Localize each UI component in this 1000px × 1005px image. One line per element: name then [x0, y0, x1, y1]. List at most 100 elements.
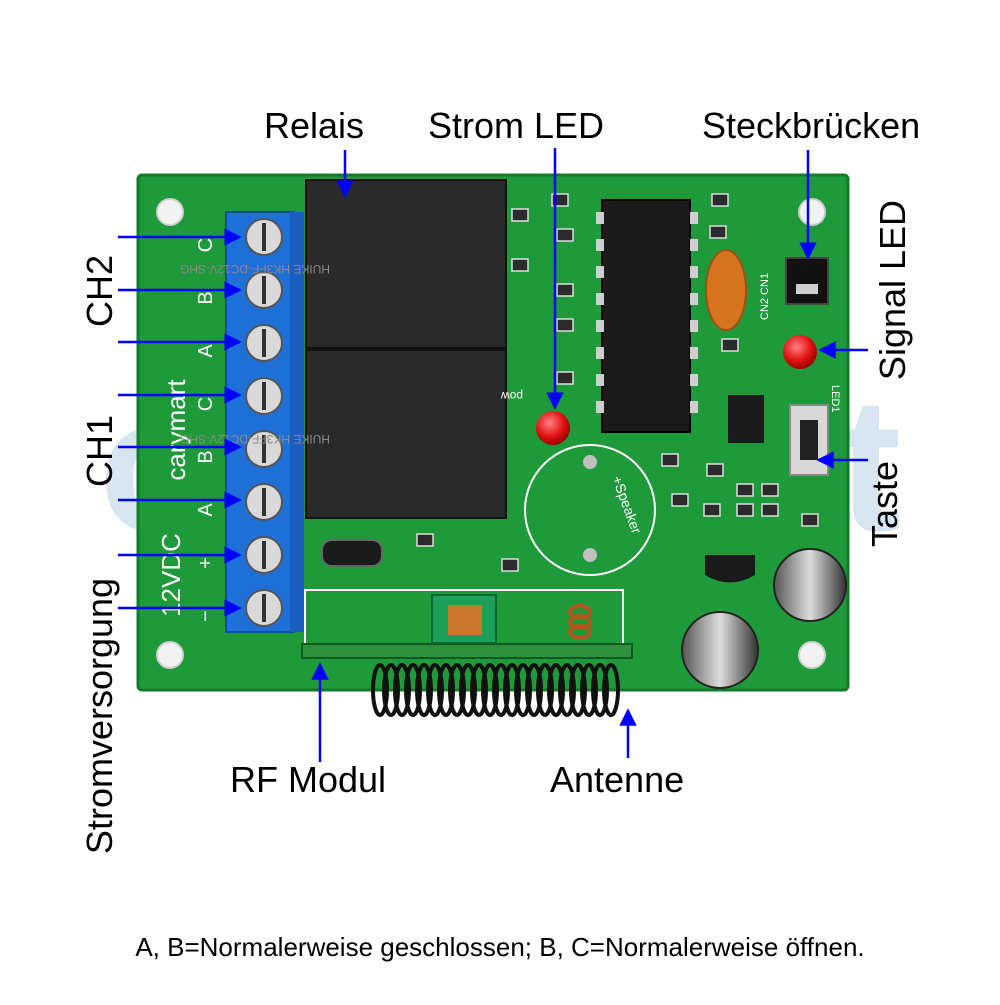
speaker-outline — [524, 444, 656, 576]
antenna-turn — [393, 663, 411, 717]
smd-part — [511, 208, 529, 222]
smd-part — [416, 533, 434, 547]
ic-pin — [690, 293, 698, 305]
ic-pin — [596, 293, 604, 305]
ic-chip — [601, 199, 691, 433]
regulator-transistor — [705, 555, 755, 583]
relay-marking: HUIKE HK3FF-DC12V-SHG — [180, 262, 330, 276]
antenna-turn — [569, 663, 587, 717]
caption: A, B=Normalerweise geschlossen; B, C=Nor… — [135, 932, 865, 962]
rf-inductor — [568, 604, 592, 640]
antenna-turn — [437, 663, 455, 717]
ic-pin — [596, 347, 604, 359]
label-taste: Taste — [864, 460, 905, 548]
terminal-screws — [245, 218, 283, 627]
antenna-turn — [514, 663, 532, 717]
terminal-letter: C — [195, 238, 217, 252]
jumper — [785, 257, 829, 305]
label-ch2: CH2 — [79, 254, 120, 328]
antenna-turn — [448, 663, 466, 717]
ic-pin — [596, 239, 604, 251]
small-ic — [728, 395, 764, 443]
antenna-turn — [470, 663, 488, 717]
antenna-turn — [492, 663, 510, 717]
antenna-turn — [426, 663, 444, 717]
callout-arrows — [118, 148, 868, 762]
antenna-turn — [459, 663, 477, 717]
terminal-letters: C B A C B A + − — [195, 238, 217, 622]
smd-components — [416, 193, 819, 572]
ic-pin — [596, 266, 604, 278]
mount-hole — [156, 198, 184, 226]
antenna-coil — [371, 663, 620, 717]
ceramic-capacitor — [705, 249, 747, 331]
terminal-letter: A — [195, 503, 217, 517]
ic-pin — [690, 212, 698, 224]
antenna-turn — [525, 663, 543, 717]
label-steckbruecken: Steckbrücken — [702, 105, 921, 146]
jumper-pins — [796, 284, 818, 294]
signal-led — [783, 335, 817, 369]
smd-part — [711, 193, 729, 207]
smd-part — [721, 338, 739, 352]
terminal-letter: B — [195, 450, 217, 463]
electrolytic-capacitor-c1 — [681, 611, 759, 689]
relay-ch2 — [305, 179, 507, 349]
terminal-letter: − — [195, 610, 217, 622]
mount-hole — [156, 641, 184, 669]
antenna-turn — [558, 663, 576, 717]
label-relais: Relais — [264, 105, 365, 146]
antenna-turn — [547, 663, 565, 717]
rf-coil — [448, 605, 482, 635]
ic-pin — [596, 401, 604, 413]
label-antenne: Antenne — [550, 759, 685, 800]
smd-part — [736, 483, 754, 497]
ic-pin — [596, 212, 604, 224]
speaker-pad — [583, 548, 597, 562]
ic-pin — [690, 374, 698, 386]
mount-hole — [798, 641, 826, 669]
smd-part — [709, 225, 727, 239]
smd-part — [661, 453, 679, 467]
terminal-letter: C — [195, 397, 217, 411]
label-stromversorgung: Stromversorgung — [79, 577, 120, 855]
ic-pin — [596, 374, 604, 386]
terminal-letter: + — [195, 557, 217, 569]
antenna-turn — [371, 663, 389, 717]
smd-part — [706, 463, 724, 477]
label-ch1: CH1 — [79, 414, 120, 488]
antenna-turn — [591, 663, 609, 717]
smd-part — [511, 258, 529, 272]
crystal — [321, 539, 383, 567]
silk-voltage: 12VDC — [156, 533, 186, 617]
relay-ch1 — [305, 349, 507, 519]
label-signal-led: Signal LED — [872, 199, 913, 381]
antenna-turn — [382, 663, 400, 717]
antenna-turn — [404, 663, 422, 717]
smd-part — [556, 283, 574, 297]
antenna-turn — [415, 663, 433, 717]
button-cap — [800, 420, 818, 460]
ic-pin — [596, 320, 604, 332]
antenna-turn — [580, 663, 598, 717]
ic-pin — [690, 320, 698, 332]
smd-part — [761, 503, 779, 517]
ic-pin — [690, 347, 698, 359]
relay-marking: HUIKE HK3FF-DC12V-SHG — [180, 432, 330, 446]
antenna-turn — [481, 663, 499, 717]
ic-pin — [690, 401, 698, 413]
rf-module-board — [301, 643, 633, 659]
terminal-letter: A — [195, 344, 217, 358]
silk-led1: LED1 — [829, 385, 841, 413]
power-led — [536, 411, 570, 445]
smd-part — [556, 228, 574, 242]
smd-part — [556, 318, 574, 332]
mount-hole — [798, 198, 826, 226]
terminal-letter: B — [195, 291, 217, 304]
label-rf-modul: RF Modul — [230, 759, 387, 800]
smd-part — [671, 493, 689, 507]
ic-pins — [596, 212, 698, 413]
smd-part — [556, 371, 574, 385]
